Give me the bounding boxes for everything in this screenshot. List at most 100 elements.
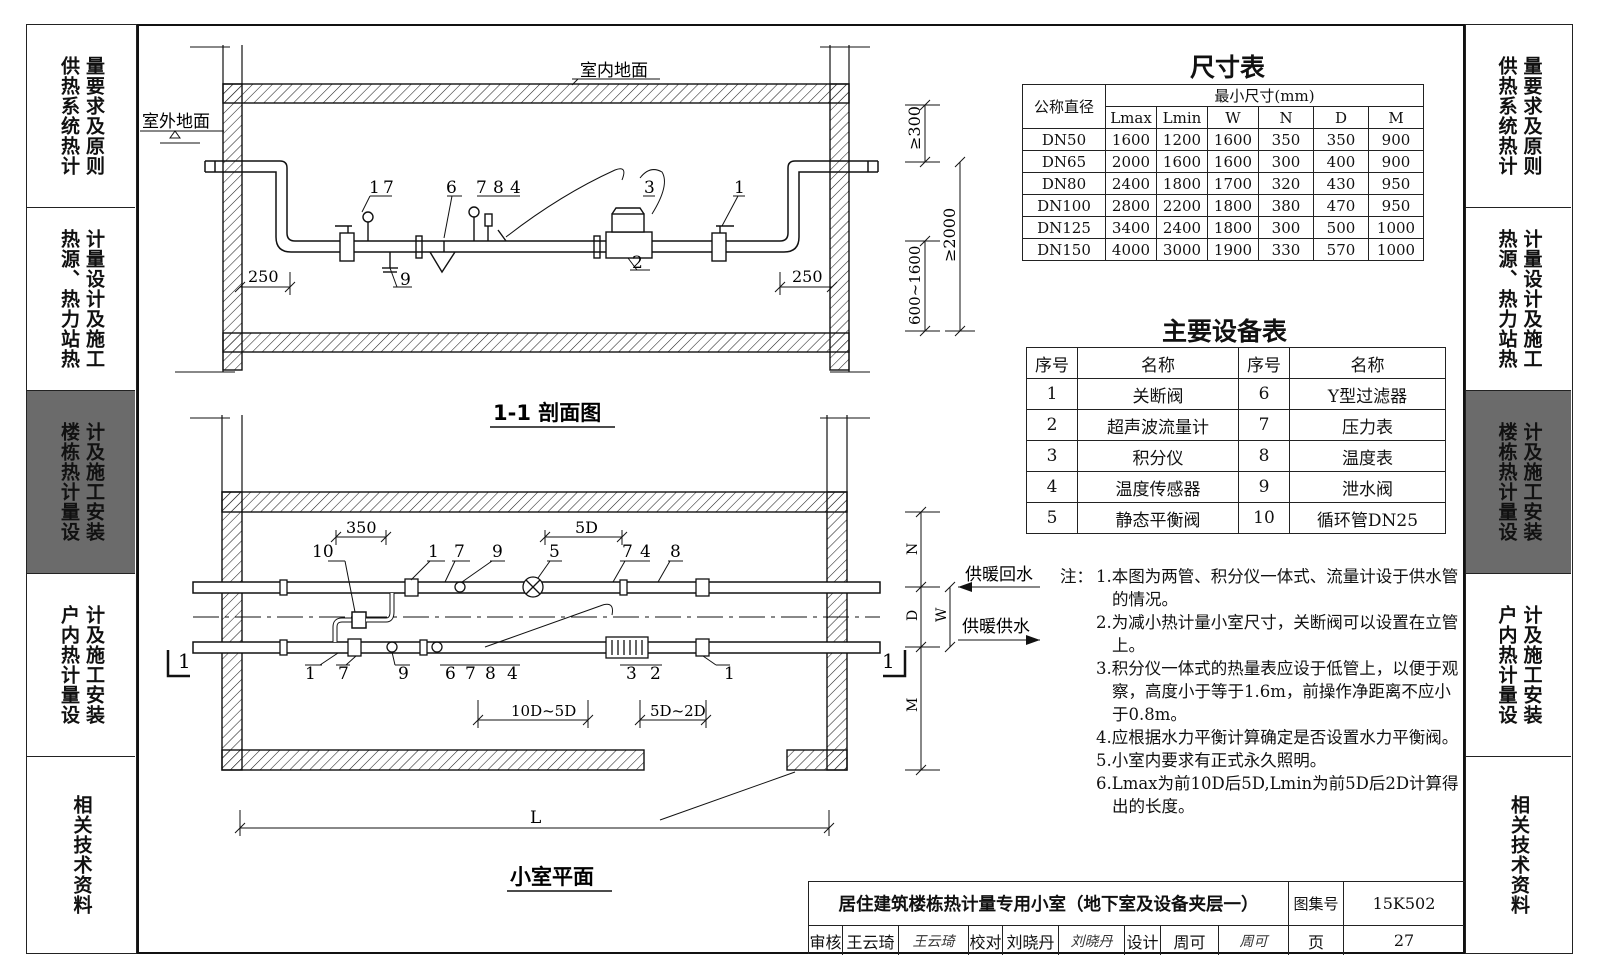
eq-cell: 静态平衡阀: [1077, 502, 1239, 534]
side-tab-heat-source-right[interactable]: 热源、热力站热 计量设计及施工: [1466, 208, 1571, 391]
dim-cell: 2200: [1156, 194, 1208, 217]
side-tab-building-metering[interactable]: 楼栋热计量设 计及施工安装: [27, 391, 135, 574]
return-arrow-icon: [958, 582, 972, 592]
drawing-title: 居住建筑楼栋热计量专用小室（地下室及设备夹层一）: [809, 882, 1289, 926]
dim-W: W: [934, 607, 950, 622]
side-tab-heating-system[interactable]: 供热系统热计 量要求及原则: [27, 25, 135, 208]
side-tab-line: 量要求及原则: [83, 56, 105, 176]
eq-cell: 5: [1026, 502, 1078, 534]
section-equipment: [335, 168, 734, 274]
eq-cell: 9: [1238, 471, 1290, 503]
side-tab-household-metering[interactable]: 户内热计量设 计及施工安装: [27, 574, 135, 757]
eq-cell: 3: [1026, 440, 1078, 472]
right-side-nav: 供热系统热计 量要求及原则 热源、热力站热 计量设计及施工 楼栋热计量设 计及施…: [1465, 24, 1573, 954]
dim-cell: 950: [1368, 172, 1424, 195]
plan-top-label: 7: [622, 542, 633, 562]
plan-bottom-label: 8: [485, 664, 496, 684]
section-label: 7: [476, 178, 487, 198]
check-label: 校对: [969, 926, 1003, 955]
eq-cell: 10: [1238, 502, 1290, 534]
dim-10d-5d: 10D~5D: [511, 702, 576, 720]
section-label: 8: [493, 178, 504, 198]
dim-cell: 900: [1368, 128, 1424, 151]
section-dimensions: [234, 99, 975, 337]
side-tab-line: 供热系统热计: [58, 56, 80, 176]
dim-N: N: [905, 543, 921, 555]
eq-header: 序号: [1026, 347, 1078, 379]
dim-cell: 4000: [1105, 238, 1157, 261]
dim-cell: 300: [1258, 150, 1314, 173]
eq-cell: 4: [1026, 471, 1078, 503]
plan-top-label: 8: [670, 542, 681, 562]
dim-cell: 2400: [1105, 172, 1157, 195]
section-label: 2: [632, 253, 643, 273]
side-tab-line: 量要求及原则: [1520, 56, 1543, 176]
eq-cell: 泄水阀: [1289, 471, 1446, 503]
dim-cell: DN150: [1022, 238, 1106, 261]
side-tab-related-docs-right[interactable]: 相关技术资料: [1466, 757, 1571, 952]
return-water-label: 供暖回水: [965, 565, 1033, 585]
side-tab-building-metering-right[interactable]: 楼栋热计量设 计及施工安装: [1466, 391, 1571, 574]
dim-cell: 1800: [1207, 194, 1259, 217]
side-tab-line: 热源、热力站热: [58, 229, 80, 369]
dim-cell: DN65: [1022, 150, 1106, 173]
note-item: 5.小室内要求有正式永久照明。: [1096, 751, 1327, 770]
eq-header: 序号: [1238, 347, 1290, 379]
eq-cell: Y型过滤器: [1289, 378, 1446, 410]
dim-col-header: D: [1313, 106, 1369, 129]
title-block: 居住建筑楼栋热计量专用小室（地下室及设备夹层一） 图集号 15K502 审核 王…: [808, 881, 1465, 955]
plan-bottom-label: 6: [445, 664, 456, 684]
section-cut-marks: [166, 650, 907, 678]
equipment-table-title: 主要设备表: [1162, 317, 1288, 346]
dim-cell: 500: [1313, 216, 1369, 239]
plan-top-label: 5: [549, 542, 560, 562]
dim-cell: 1600: [1207, 150, 1259, 173]
eq-cell: 积分仪: [1077, 440, 1239, 472]
section-mark-left: 1: [178, 649, 191, 673]
designer-name: 周可: [1161, 926, 1219, 955]
side-tab-heat-source[interactable]: 热源、热力站热 计量设计及施工: [27, 208, 135, 391]
side-tab-heating-system-right[interactable]: 供热系统热计 量要求及原则: [1466, 25, 1571, 208]
dim-cell: 3400: [1105, 216, 1157, 239]
section-mark-right: 1: [882, 649, 895, 673]
dim-col-header: M: [1368, 106, 1424, 129]
dim-col-header: Lmax: [1105, 106, 1157, 129]
dim-cell: 1800: [1207, 216, 1259, 239]
dim-header-main: 公称直径: [1022, 84, 1106, 129]
dim-cell: 300: [1258, 216, 1314, 239]
dim-cell: 430: [1313, 172, 1369, 195]
eq-cell: 2: [1026, 409, 1078, 441]
plan-bottom-label: 1: [724, 664, 735, 684]
note-item: 2.为减小热计量小室尺寸，关断阀可以设置在立管上。: [1096, 613, 1459, 655]
checker-signature: 刘晓丹: [1059, 926, 1125, 955]
dim-cell: 350: [1258, 128, 1314, 151]
dim-cell: 470: [1313, 194, 1369, 217]
plan-top-label: 1: [428, 542, 439, 562]
dim-cell: 2400: [1156, 216, 1208, 239]
dim-cell: 2000: [1105, 150, 1157, 173]
dim-cell: 1600: [1105, 128, 1157, 151]
supply-water-label: 供暖供水: [962, 617, 1030, 637]
side-tab-line: 热源、热力站热: [1495, 229, 1518, 369]
eq-header: 名称: [1077, 347, 1239, 379]
side-tab-line: 楼栋热计量设: [58, 422, 80, 542]
page-label: 页: [1289, 926, 1344, 955]
section-walls: [175, 45, 870, 373]
side-tab-household-metering-right[interactable]: 户内热计量设 计及施工安装: [1466, 574, 1571, 757]
note-item: 1.本图为两管、积分仪一体式、流量计设于供水管的情况。: [1096, 567, 1459, 609]
indoor-floor-label: 室内地面: [580, 61, 648, 81]
eq-cell: 关断阀: [1077, 378, 1239, 410]
plan-dimensions: [234, 506, 956, 836]
dim-cell: DN125: [1022, 216, 1106, 239]
side-tab-related-docs[interactable]: 相关技术资料: [27, 757, 135, 952]
design-label: 设计: [1125, 926, 1161, 955]
dim-cell: DN50: [1022, 128, 1106, 151]
dim-cell: 320: [1258, 172, 1314, 195]
